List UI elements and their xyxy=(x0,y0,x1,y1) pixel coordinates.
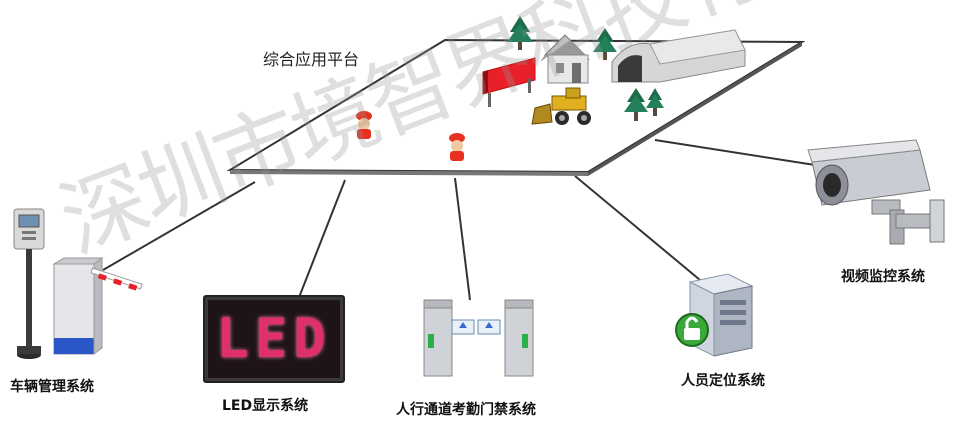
connection-lines xyxy=(102,139,816,301)
line-vehicle xyxy=(102,181,256,271)
line-location xyxy=(574,175,701,281)
tunnel-icon xyxy=(611,29,746,83)
house-icon xyxy=(540,34,590,84)
tree-icon xyxy=(624,88,648,121)
label-location-system: 人员定位系统 xyxy=(681,373,765,389)
label-access-system: 人行通道考勤门禁系统 xyxy=(396,402,536,418)
turnstile-icon xyxy=(423,299,534,377)
tree-icon xyxy=(593,28,617,60)
cctv-camera-icon xyxy=(807,139,945,245)
billboard-icon xyxy=(482,57,536,107)
tree-icon xyxy=(646,88,664,116)
led-sign-text: LED xyxy=(216,307,332,370)
platform-title: 综合应用平台 xyxy=(263,50,360,69)
label-vehicle-system: 车辆管理系统 xyxy=(10,379,94,395)
server-icon xyxy=(688,273,754,357)
tree-icon xyxy=(507,16,533,50)
worker-icon xyxy=(356,111,372,139)
label-video-system: 视频监控系统 xyxy=(841,269,925,285)
barrier-gate-icon xyxy=(52,257,143,355)
line-led xyxy=(297,179,346,301)
ticket-machine-icon xyxy=(13,208,45,359)
line-video xyxy=(654,139,816,166)
loader-icon xyxy=(531,87,591,125)
lock-icon xyxy=(675,313,709,347)
led-board xyxy=(203,295,345,383)
line-access xyxy=(454,177,471,301)
label-led-system: LED显示系统 xyxy=(222,398,309,414)
worker-icon xyxy=(449,133,465,161)
